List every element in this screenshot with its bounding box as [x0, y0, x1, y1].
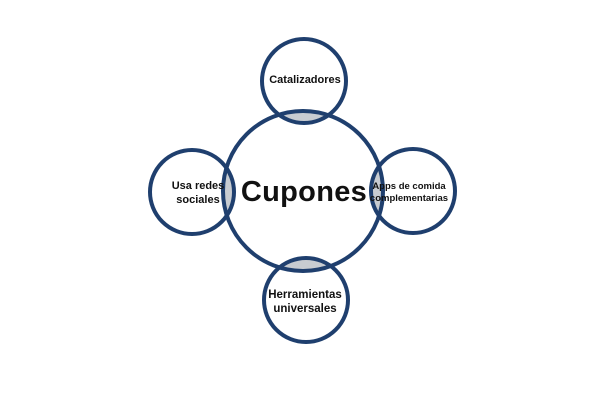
node-label-usa-redes-sociales: Usa redes sociales — [148, 174, 248, 214]
node-label-line: Apps de comida — [372, 181, 446, 193]
node-label-herramientas-universales: Herramientas universales — [255, 282, 355, 322]
node-label-line: Catalizadores — [269, 74, 341, 87]
center-circle — [221, 109, 385, 273]
node-circle-right — [369, 147, 457, 235]
node-label-line: universales — [273, 303, 337, 315]
node-label-line: Usa redes — [171, 180, 225, 193]
node-label-line: complementarias — [369, 193, 449, 204]
node-circle-left — [148, 148, 236, 236]
node-circle-bottom — [262, 256, 350, 344]
node-label-apps-de-comida: Apps de comida complementarias — [364, 176, 454, 210]
node-label-line: Herramientas — [268, 288, 342, 301]
node-label-catalizadores: Catalizadores — [260, 68, 350, 94]
center-label: Cupones — [240, 175, 368, 208]
node-label-line: sociales — [176, 194, 220, 206]
node-circle-top — [260, 37, 348, 125]
